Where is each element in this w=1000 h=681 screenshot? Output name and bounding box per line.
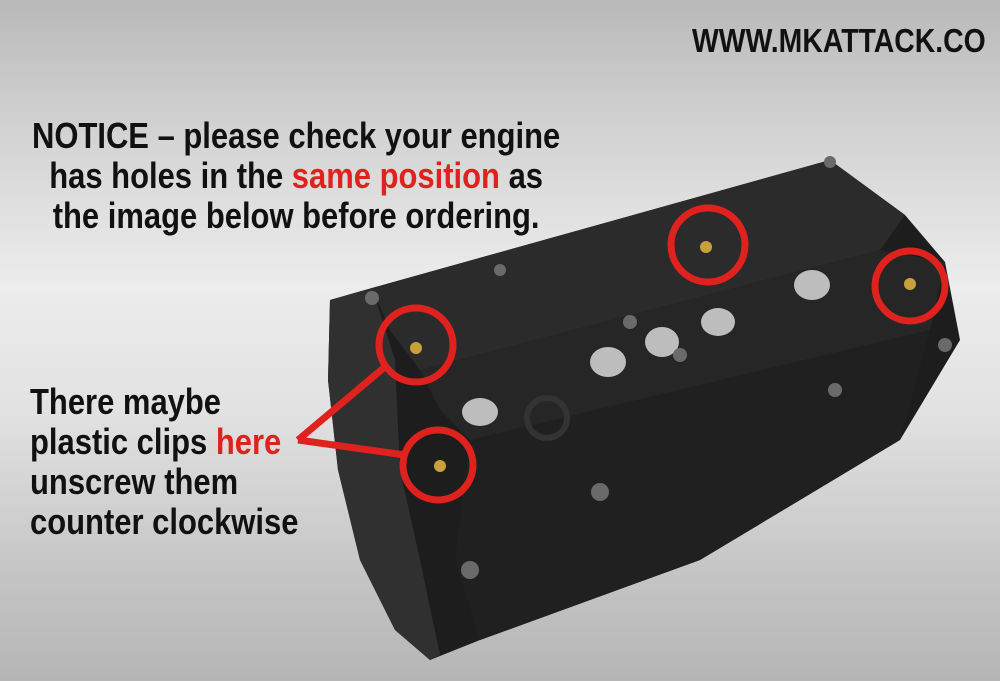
marker-circle (871, 247, 949, 325)
marker-circle (667, 204, 749, 286)
pointer-line (297, 436, 406, 459)
clips-line-4: counter clockwise (30, 501, 299, 542)
bolts (365, 156, 952, 579)
notice-text-part: has holes in the (49, 155, 292, 196)
brass-inserts (410, 241, 916, 472)
pointer-line (295, 363, 389, 443)
hole-markers (295, 204, 949, 504)
marker-circle (375, 304, 457, 386)
spark-plug-holes (462, 270, 830, 441)
notice-text-part: as (499, 155, 544, 196)
notice-line-2: has holes in the same position as (32, 156, 560, 196)
clips-highlight: here (215, 421, 282, 462)
notice-text: NOTICE – please check your engine has ho… (32, 116, 560, 236)
marker-circle (399, 426, 477, 504)
notice-line-1: NOTICE – please check your engine (32, 115, 561, 156)
clips-line-1: There maybe (30, 381, 222, 422)
notice-line-3: the image below before ordering. (52, 195, 540, 236)
website-url: WWW.MKATTACK.CO (692, 22, 986, 59)
notice-highlight: same position (291, 155, 500, 196)
clips-note: There maybe plastic clips here unscrew t… (30, 382, 298, 542)
clips-line-2: plastic clips here (30, 422, 298, 462)
clips-text-part: plastic clips (30, 421, 216, 462)
clips-line-3: unscrew them (30, 461, 239, 502)
